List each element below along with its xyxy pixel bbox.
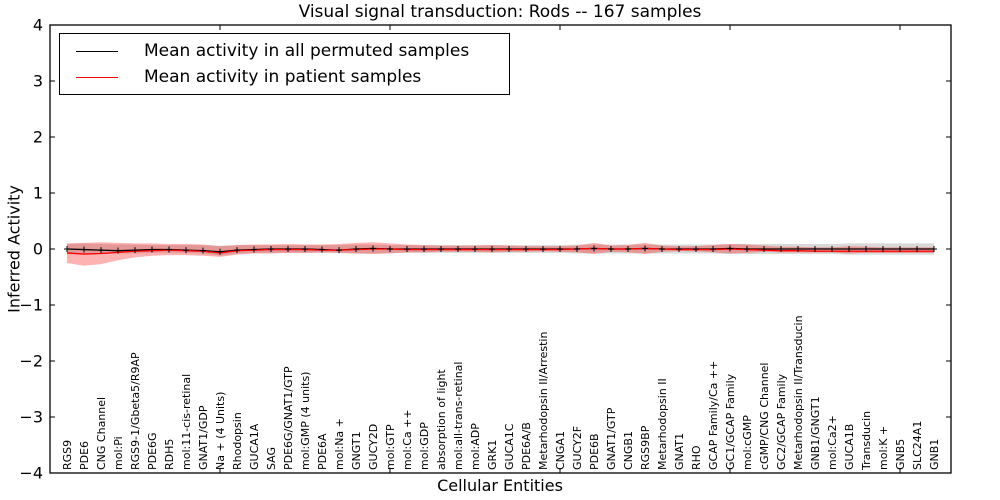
y-tick-label: 0 [33,240,43,259]
x-tick-label: GNGT1 [350,431,363,470]
x-tick-label: GNAT1 [673,433,686,470]
legend-label: Mean activity in all permuted samples [144,40,470,61]
x-tick-label: GNAT1/GTP [605,407,618,470]
x-axis-label: Cellular Entities [437,476,563,495]
x-tick-label: PDE6G/GNAT1/GTP [282,366,295,470]
x-tick-label: GNB5 [894,439,907,470]
x-tick-label: PDE6B [588,433,601,470]
x-tick-label: Rhodopsin [231,412,244,470]
x-tick-label: PDE6A/B [520,422,533,470]
x-tick-label: GUCA1A [248,423,261,470]
y-tick-label: −2 [19,352,43,371]
x-tick-label: mol:K + [877,426,890,470]
x-tick-label: SAG [265,447,278,470]
x-tick-label: GNB1/GNGT1 [809,396,822,470]
x-tick-label: PDE6G [146,432,159,470]
y-tick-label: −3 [19,408,43,427]
y-tick-label: 4 [33,16,43,35]
x-tick-label: CNGB1 [622,431,635,470]
x-tick-label: PDE6 [78,441,91,470]
y-tick-label: 3 [33,72,43,91]
x-tick-label: Metarhodopsin II [656,378,669,470]
x-tick-label: RDH5 [163,439,176,470]
x-tick-label: GC1/GCAP Family [724,373,737,470]
x-tick-label: mol:all-trans-retinal [452,362,465,470]
y-tick-label: −4 [19,464,43,483]
x-tick-label: CNGA1 [554,431,567,470]
x-tick-label: mol:GDP [418,422,431,470]
x-tick-label: cGMP/CNG Channel [758,363,771,471]
x-tick-label: mol:Ca ++ [401,409,414,470]
x-tick-label: PDE6A [316,433,329,470]
tick-marks [50,24,951,474]
legend: Mean activity in all permuted samples Me… [59,33,510,95]
y-tick-label: 2 [33,128,43,147]
x-tick-label: GRK1 [486,440,499,470]
x-tick-label: mol:cGMP [741,415,754,470]
x-tick-label: mol:GTP [384,424,397,470]
x-tick-label: RGS9BP [639,425,652,470]
x-tick-label: GNB1 [928,439,941,470]
x-tick-label: mol:11-cis-retinal [180,374,193,470]
legend-item-patient: Mean activity in patient samples [60,66,509,87]
x-tick-label: RHO [690,445,703,470]
x-tick-label: GCAP Family/Ca ++ [707,361,720,470]
x-tick-label: absorption of light [435,369,448,470]
x-tick-label: mol:Ca2+ [826,415,839,470]
x-tick-label: GUCA1B [843,424,856,470]
x-tick-label: Na + (4 Units) [214,392,227,470]
x-tick-label: GC2/GCAP Family [775,373,788,470]
x-tick-label: SLC24A1 [911,421,924,470]
x-tick-label: Transducin [860,411,873,471]
x-tick-label: RGS9-1/Gbeta5/R9AP [129,352,142,470]
legend-label: Mean activity in patient samples [144,66,422,87]
legend-line-sample-red [76,76,118,78]
x-tick-label: CNG Channel [95,397,108,470]
legend-line-sample-black [76,50,118,52]
confidence-band-patient [67,242,934,266]
data-point-markers [64,245,937,255]
x-tick-label: mol:Na + [333,418,346,470]
x-tick-label: GUCY2F [571,426,584,470]
legend-item-permuted: Mean activity in all permuted samples [60,40,509,61]
chart-title: Visual signal transduction: Rods -- 167 … [298,2,702,22]
x-tick-label: mol:GMP (4 units) [299,372,312,470]
x-tick-label: Metarhodopsin II/Arrestin [537,332,550,470]
y-tick-label: 1 [33,184,43,203]
x-tick-label: GUCY2D [367,424,380,470]
x-tick-label: Metarhodopsin II/Transducin [792,315,805,470]
x-tick-label: mol:ADP [469,423,482,470]
x-tick-label: mol:Pi [112,436,125,470]
x-tick-label: GUCA1C [503,423,516,470]
x-tick-label: RGS9 [61,440,74,470]
x-tick-label: GNAT1/GDP [197,405,210,470]
series-line-patient [66,247,934,255]
y-tick-label: −1 [19,296,43,315]
